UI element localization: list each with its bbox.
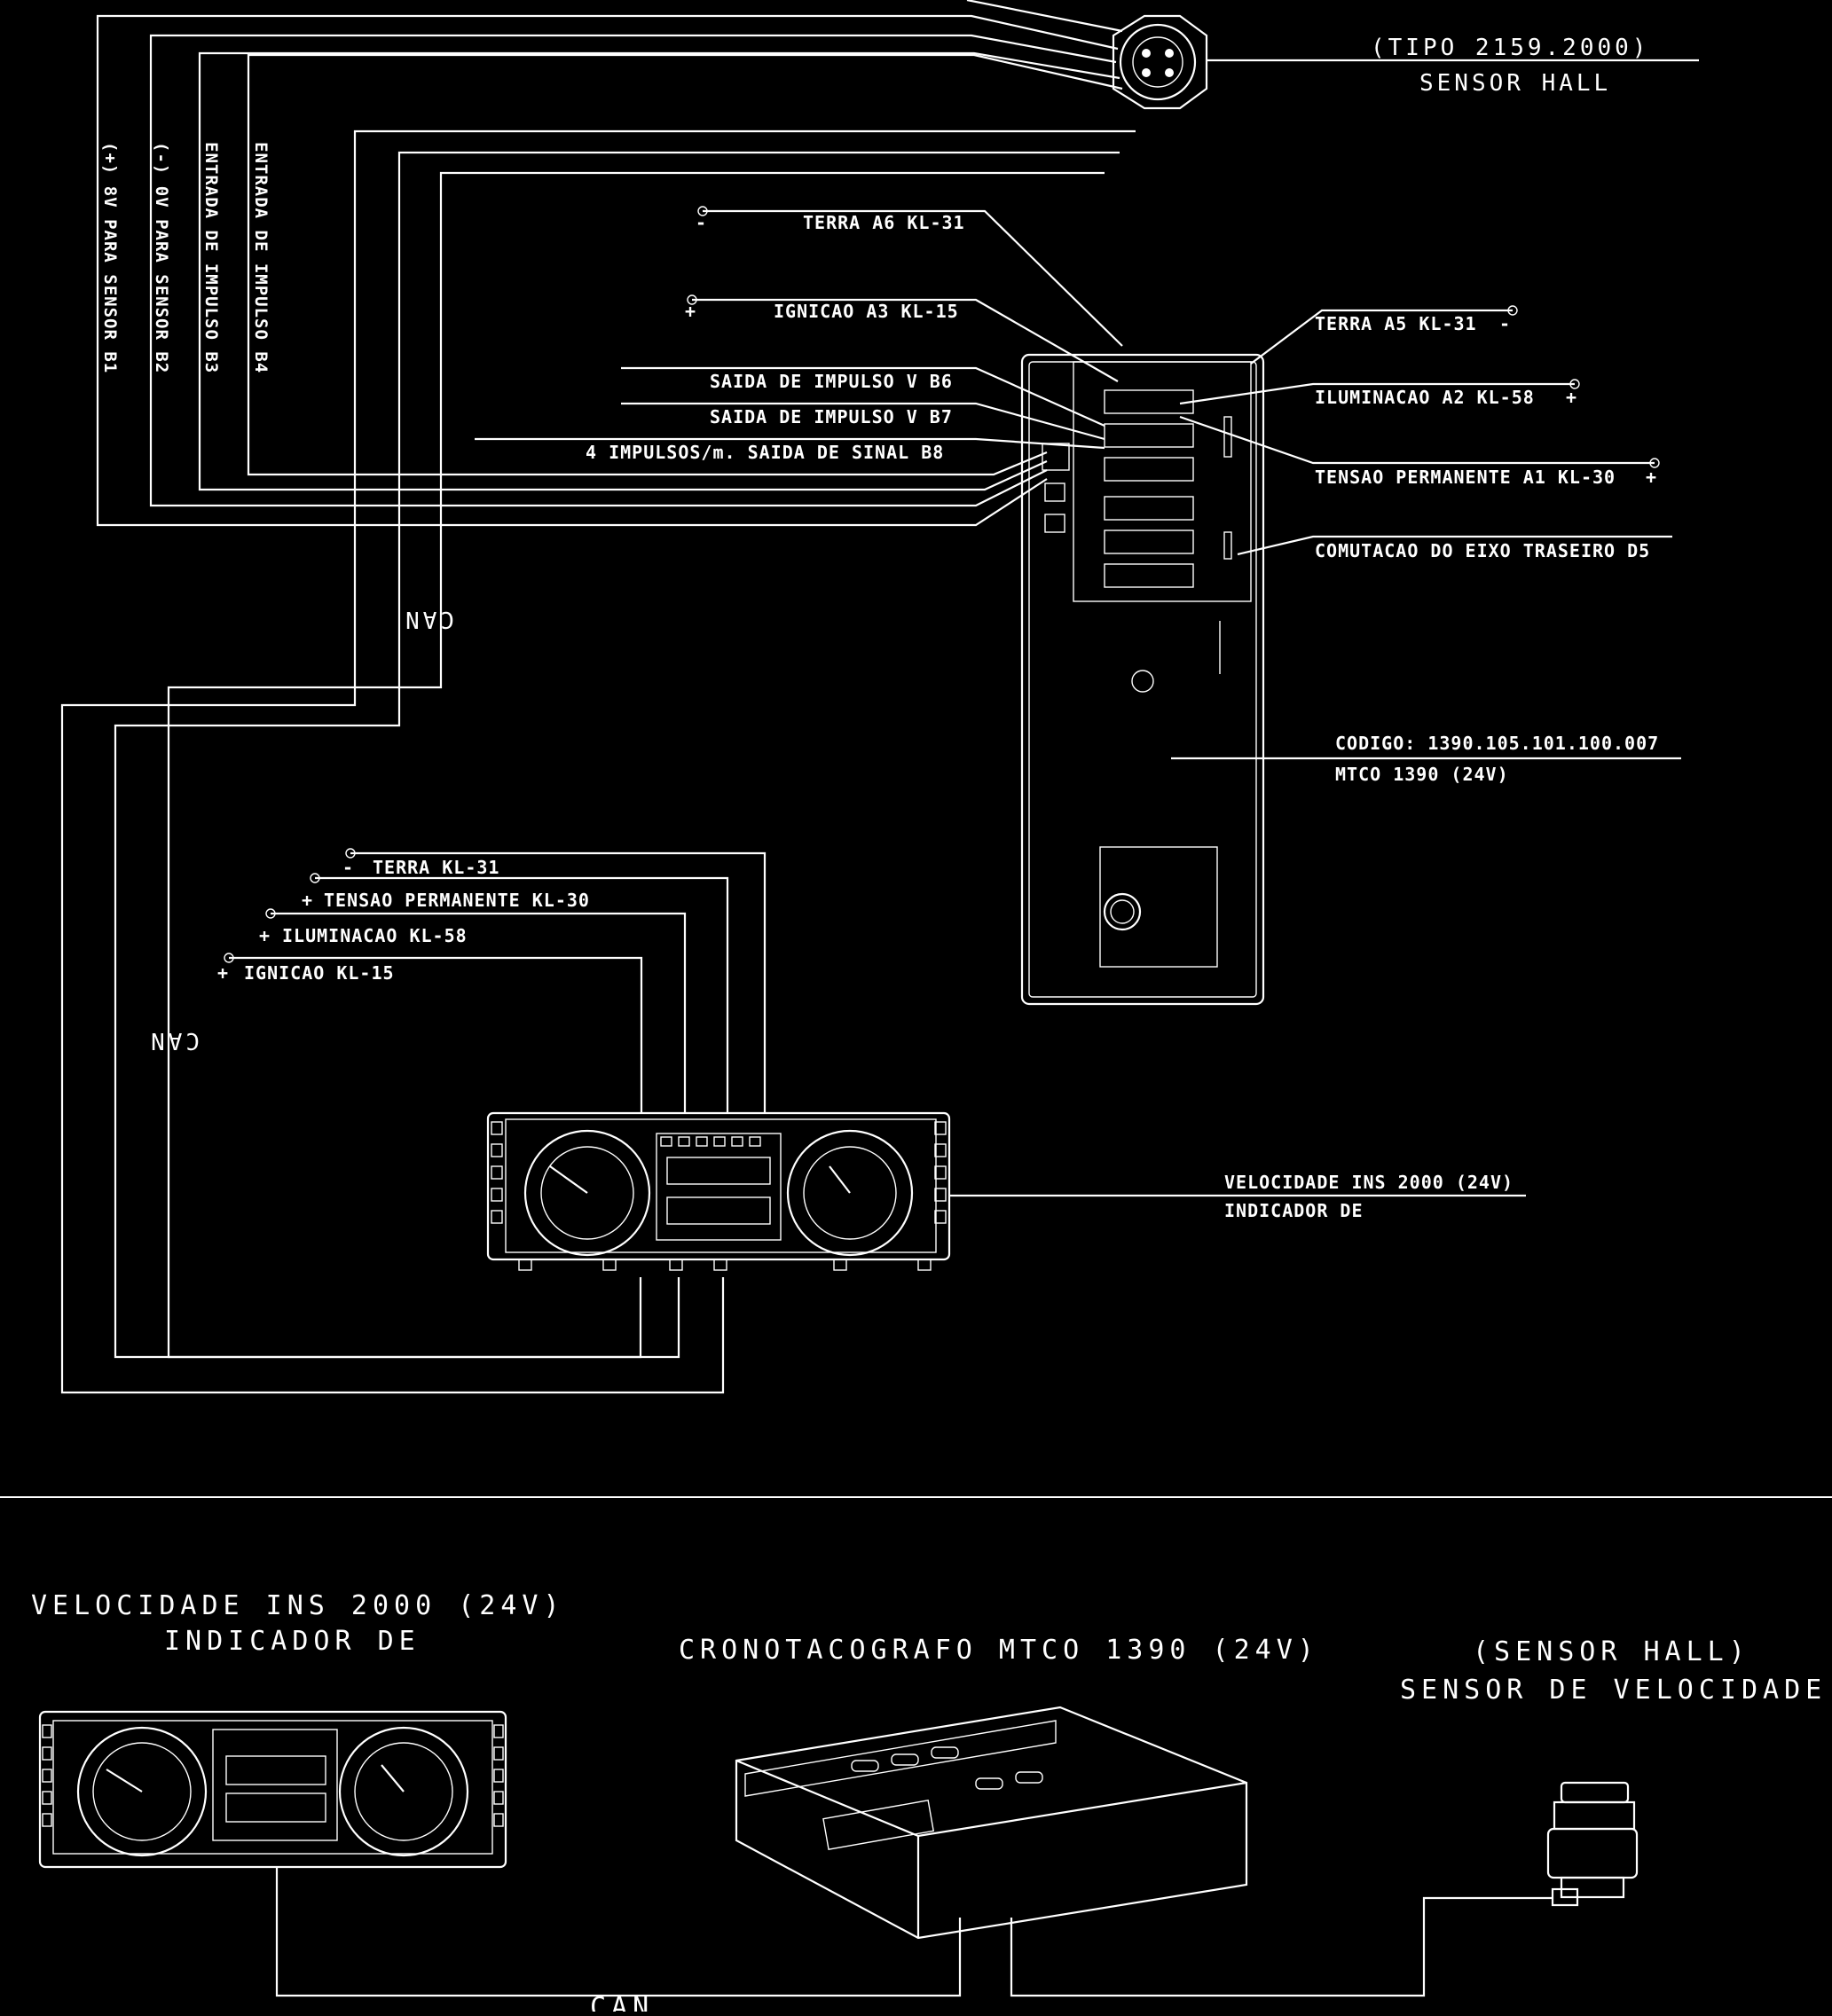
overview-tachograph-title: CRONOTACOGRAFO MTCO 1390 (24V) — [679, 1635, 1319, 1666]
pin-sign: + — [217, 962, 229, 984]
tacho-pin-d5: COMUTACAO DO EIXO TRASEIRO D5 — [1315, 540, 1650, 561]
tachograph-schematic — [1020, 353, 1265, 1006]
terminal-circles — [224, 206, 1660, 963]
tacho-pin-a5: TERRA A5 KL-31 — [1315, 313, 1477, 334]
overview-can-label: CAN — [590, 1992, 654, 2012]
overview-sensor-line2: (SENSOR HALL) — [1473, 1636, 1750, 1667]
indicator-pin-kl15: IGNICAO KL-15 — [244, 962, 395, 984]
tacho-pin-a3: IGNICAO A3 KL-15 — [774, 301, 959, 322]
overview-sensor-line1: SENSOR DE VELOCIDADE — [1400, 1675, 1827, 1706]
tacho-pin-a6: TERRA A6 KL-31 — [803, 212, 965, 233]
tacho-pin-a2: ILUMINACAO A2 KL-58 — [1315, 387, 1535, 408]
tacho-code: CODIGO: 1390.105.101.100.007 — [1335, 733, 1659, 754]
labels: (TIPO 2159.2000) SENSOR HALL (+) 8V PARA… — [31, 35, 1827, 2016]
speed-indicator-schematic — [486, 1111, 951, 1271]
tacho-pin-b7: SAIDA DE IMPULSO V B7 — [710, 406, 953, 428]
indicator-name-line1: INDICADOR DE — [1224, 1200, 1364, 1221]
hall-wire-b1: (+) 8V PARA SENSOR B1 — [100, 142, 120, 373]
hall-wire-b4: ENTRADA DE IMPULSO B4 — [251, 142, 271, 373]
hall-sensor-title: SENSOR HALL — [1419, 70, 1611, 97]
indicator-pin-kl30: TENSAO PERMANENTE KL-30 — [324, 890, 590, 911]
overview-hall-sensor-drawing — [1546, 1781, 1639, 1907]
overview-indicator-line2: VELOCIDADE INS 2000 (24V) — [31, 1590, 565, 1621]
pin-sign: + — [1646, 467, 1657, 488]
pin-sign: + — [259, 925, 271, 946]
indicator-pin-kl31: TERRA KL-31 — [373, 857, 499, 878]
indicator-pin-kl58: ILUMINACAO KL-58 — [282, 925, 468, 946]
overview-indicator-drawing — [38, 1710, 507, 1869]
overview-connections — [275, 1867, 1553, 1997]
tacho-name: MTCO 1390 (24V) — [1335, 764, 1509, 785]
hall-sensor-symbol — [1112, 14, 1208, 110]
can-label-upper: CAN — [402, 606, 454, 632]
indicator-name-line2: VELOCIDADE INS 2000 (24V) — [1224, 1172, 1514, 1193]
pin-sign: + — [1566, 387, 1577, 408]
tacho-pin-b6: SAIDA DE IMPULSO V B6 — [710, 371, 953, 392]
tacho-pin-a1: TENSAO PERMANENTE A1 KL-30 — [1315, 467, 1616, 488]
pin-sign: - — [342, 857, 354, 878]
hall-wire-b3: ENTRADA DE IMPULSO B3 — [201, 142, 221, 373]
can-label-lower: CAN — [147, 1027, 200, 1054]
hall-sensor-type: (TIPO 2159.2000) — [1371, 35, 1649, 61]
overview-indicator-line1: INDICADOR DE — [164, 1626, 421, 1657]
pin-sign: - — [1499, 313, 1511, 334]
pin-sign: - — [696, 212, 707, 233]
pin-sign: + — [685, 301, 696, 322]
tacho-pin-b8: 4 IMPULSOS/m. SAIDA DE SINAL B8 — [586, 442, 944, 463]
hall-wire-b2: (-) 0V PARA SENSOR B2 — [152, 142, 171, 373]
pin-sign: + — [302, 890, 313, 911]
overview-tachograph-drawing — [735, 1706, 1248, 1940]
